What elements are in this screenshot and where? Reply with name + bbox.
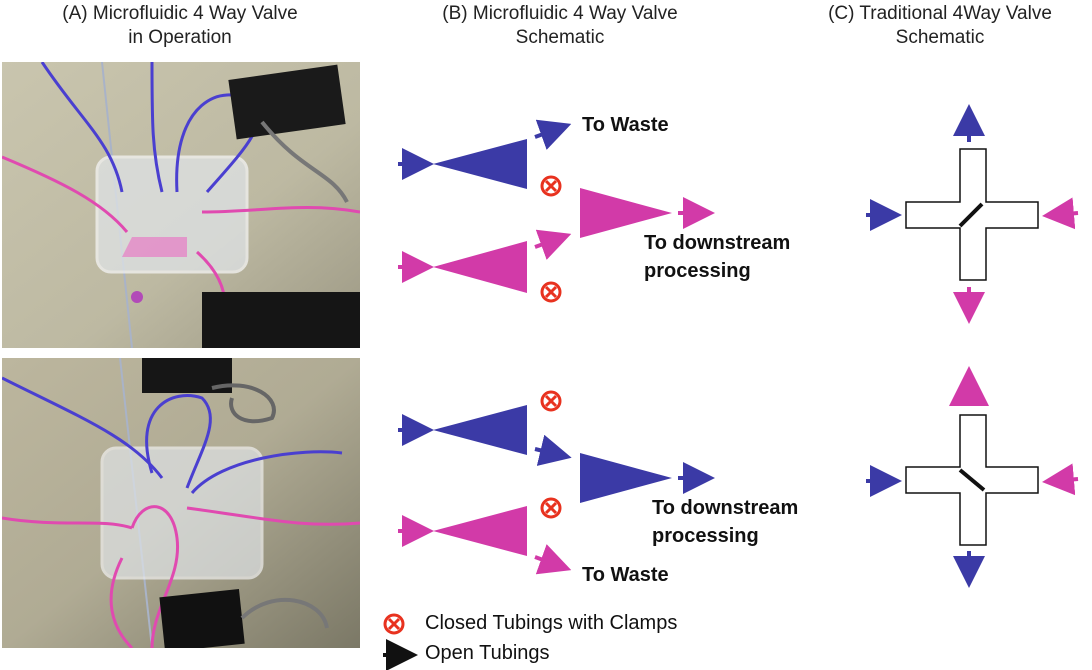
magenta-triangle-top <box>433 241 527 293</box>
header-col-c-line1: (C) Traditional 4Way Valve <box>828 3 1052 24</box>
closed-clamp-icon <box>540 390 562 412</box>
label-downstream-bottom-line2: processing <box>652 525 759 547</box>
arrow-blue-down-bottom <box>534 434 572 466</box>
legend-closed-text: Closed Tubings with Clamps <box>425 612 678 634</box>
waste-arrow-blue-top <box>534 119 572 150</box>
blue-output-triangle-bottom <box>580 453 672 503</box>
photo-valve-operation-bottom <box>2 358 360 648</box>
blue-triangle-top <box>433 139 527 189</box>
magenta-triangle-bottom <box>433 506 527 556</box>
legend-open-text: Open Tubings <box>425 642 550 664</box>
photo-valve-operation-top <box>2 62 360 348</box>
header-col-c: (C) Traditional 4Way Valve Schematic <box>790 2 1090 50</box>
arrow-magenta-up-top <box>534 229 572 260</box>
valve-arrow-in-magenta <box>1042 197 1079 230</box>
label-downstream-top-line1: To downstream <box>644 232 791 254</box>
label-to-waste-bottom: To Waste <box>582 564 669 586</box>
header-col-b-line1: (B) Microfluidic 4 Way Valve <box>442 3 678 24</box>
label-downstream-bottom-line1: To downstream <box>652 497 799 519</box>
label-downstream-top: To downstream processing <box>644 229 790 285</box>
traditional-valve-bottom <box>866 366 1079 588</box>
label-to-waste-top: To Waste <box>582 114 669 136</box>
header-col-a-line1: (A) Microfluidic 4 Way Valve <box>62 3 298 24</box>
closed-clamp-icon <box>540 497 562 519</box>
header-col-b: (B) Microfluidic 4 Way Valve Schematic <box>400 2 720 50</box>
closed-clamp-icon <box>540 175 562 197</box>
traditional-valve-top <box>866 104 1079 324</box>
label-downstream-bottom: To downstream processing <box>652 494 798 550</box>
closed-clamp-icon <box>540 281 562 303</box>
header-col-b-line2: Schematic <box>515 27 605 48</box>
label-downstream-top-line2: processing <box>644 260 751 282</box>
valve-arrow-in-magenta-bottom <box>1042 463 1079 496</box>
header-col-c-line2: Schematic <box>895 27 985 48</box>
waste-arrow-magenta-bottom <box>534 544 572 575</box>
blue-triangle-bottom <box>433 405 527 455</box>
legend-closed-icon <box>383 613 405 635</box>
header-col-a-line2: in Operation <box>128 27 232 48</box>
magenta-output-triangle-top <box>580 188 672 238</box>
header-col-a: (A) Microfluidic 4 Way Valve in Operatio… <box>20 2 340 50</box>
